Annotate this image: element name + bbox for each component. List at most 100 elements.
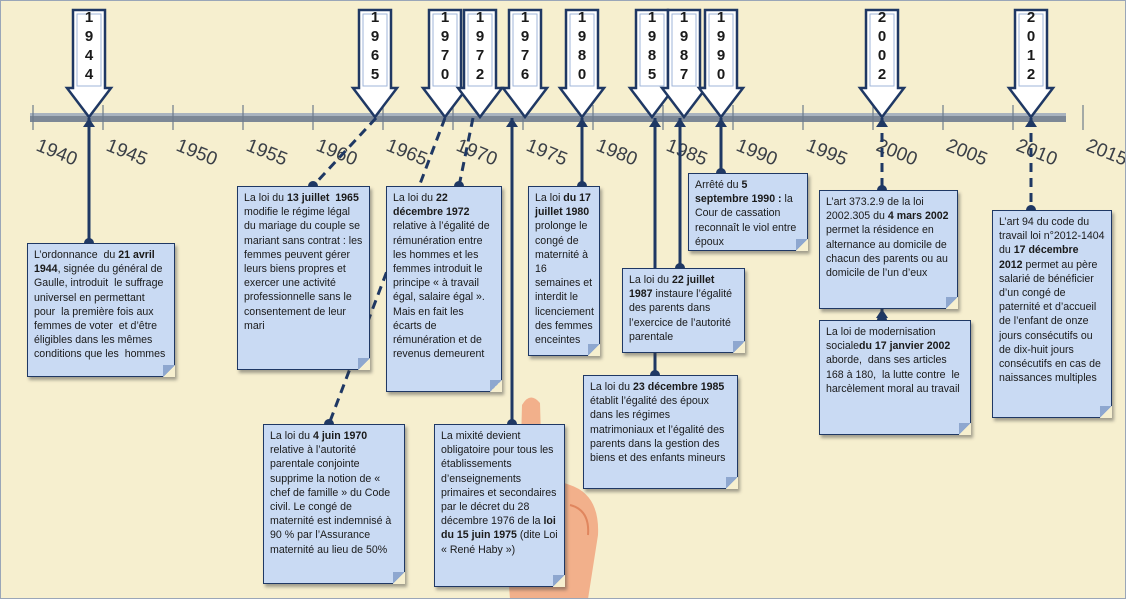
axis-year-label: 1940 (33, 135, 80, 170)
year-digit: 9 (441, 28, 449, 45)
year-digit: 6 (521, 66, 529, 83)
year-digit: 8 (680, 47, 688, 64)
axis-year-label: 2000 (873, 135, 920, 170)
year-digit: 9 (648, 28, 656, 45)
year-digit: 9 (717, 47, 725, 64)
connector-arrowhead (876, 118, 888, 127)
page-fold (358, 358, 370, 370)
page-fold (733, 341, 745, 353)
year-digit: 5 (648, 66, 656, 83)
axis-year-label: 1955 (243, 135, 290, 170)
axis-year-label: 2005 (943, 135, 990, 170)
axis-year-label: 2015 (1083, 135, 1126, 170)
marker-callout (500, 8, 550, 120)
page-fold (553, 575, 565, 587)
year-digit: 9 (578, 28, 586, 45)
year-digit: 1 (648, 9, 656, 26)
year-digit: 2 (1027, 66, 1035, 83)
year-digit: 6 (371, 47, 379, 64)
year-digit: 1 (578, 9, 586, 26)
year-digit: 1 (521, 9, 529, 26)
connector-arrowhead (876, 309, 888, 318)
marker-inner-border (671, 13, 697, 87)
year-digit: 4 (85, 66, 94, 83)
connector-arrowhead (576, 118, 588, 127)
year-digit: 8 (578, 47, 586, 64)
axis-year-label: 1990 (733, 135, 780, 170)
connector-arrowhead (1025, 118, 1037, 127)
year-digit: 1 (85, 9, 93, 26)
page-fold (393, 572, 405, 584)
connector-arrowhead (649, 118, 661, 127)
axis-year-label: 1965 (383, 135, 430, 170)
marker-inner-border (708, 13, 734, 87)
marker-inner-border (639, 13, 665, 87)
connector-arrowhead (715, 118, 727, 127)
year-digit: 2 (878, 9, 886, 26)
axis-year-label: 1985 (663, 135, 710, 170)
axis-year-label: 2010 (1013, 135, 1060, 170)
year-digit: 2 (476, 66, 484, 83)
year-digit: 9 (521, 28, 529, 45)
year-digit: 0 (1027, 28, 1035, 45)
year-digit: 5 (371, 66, 379, 83)
year-digit: 2 (1027, 9, 1035, 26)
year-digit: 1 (680, 9, 688, 26)
axis-year-label: 1975 (523, 135, 570, 170)
year-digit: 9 (717, 28, 725, 45)
note-1976: La mixité devient obligatoire pour tous … (434, 424, 565, 587)
axis-year-label: 1995 (803, 135, 850, 170)
note-1970: La loi du 4 juin 1970 relative à l’autor… (263, 424, 405, 584)
year-digit: 2 (878, 66, 886, 83)
marker-inner-border (869, 13, 895, 87)
timeline-axis (30, 113, 1066, 122)
page-fold (796, 239, 808, 251)
timeline-axis-highlight (30, 113, 1066, 116)
marker-callout (557, 8, 607, 120)
year-digit: 0 (878, 47, 886, 64)
page-fold (946, 297, 958, 309)
year-digit: 9 (680, 28, 688, 45)
page-fold (163, 365, 175, 377)
connector-line (311, 116, 378, 188)
marker-callout (659, 8, 709, 120)
note-1980: La loi du 17 juillet 1980 prolonge le co… (528, 186, 600, 356)
marker-callout (350, 8, 400, 120)
note-2002-march: L’art 373.2.9 de la loi 2002.305 du 4 ma… (819, 190, 958, 309)
marker-inner-border (569, 13, 595, 87)
marker-callout (1006, 8, 1056, 120)
marker-inner-border (467, 13, 493, 87)
marker-callout (857, 8, 907, 120)
connector-arrowhead (83, 118, 95, 127)
page-fold (588, 344, 600, 356)
page-fold (1100, 406, 1112, 418)
year-digit: 7 (521, 47, 529, 64)
year-digit: 9 (85, 28, 93, 45)
marker-callout (696, 8, 746, 120)
connector-arrowhead (674, 118, 686, 127)
marker-callout (455, 8, 505, 120)
page-fold (959, 423, 971, 435)
year-digit: 1 (717, 9, 725, 26)
marker-callout (64, 8, 114, 120)
note-2012: L’art 94 du code du travail loi n°2012-1… (992, 210, 1112, 418)
year-digit: 1 (1027, 47, 1035, 64)
note-1944: L’ordonnance du 21 avril 1944, signée du… (27, 243, 175, 377)
connector-line (327, 117, 447, 425)
